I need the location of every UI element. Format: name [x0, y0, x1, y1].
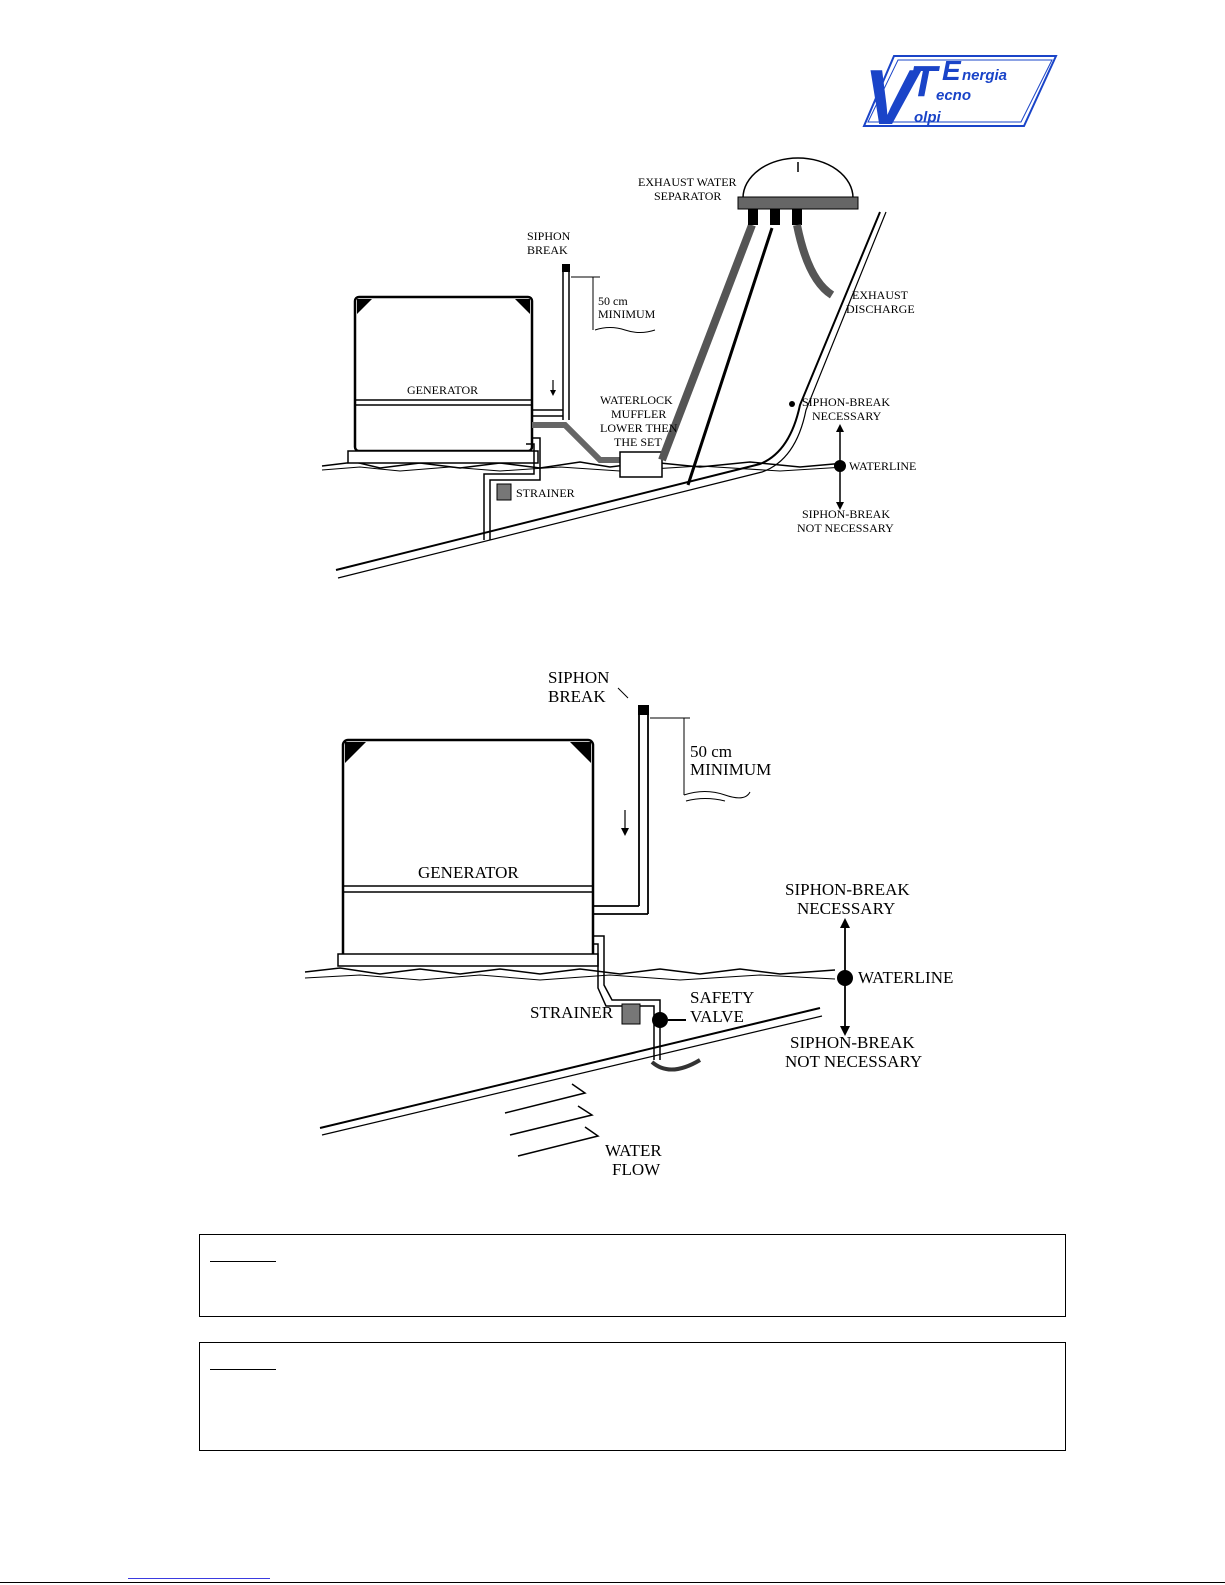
top-label-generator: GENERATOR — [407, 383, 478, 397]
diagram-top-labels: EXHAUST WATER SEPARATOR SIPHON BREAK 50 … — [407, 175, 916, 535]
logo-v: V — [864, 53, 922, 132]
top-label-siphon-1: SIPHON — [527, 229, 571, 243]
diagram-bottom — [304, 687, 853, 1157]
logo-volpi: olpi — [914, 109, 941, 126]
top-exhaust-pipe-to-muffler — [532, 422, 620, 463]
bottom-label-generator: GENERATOR — [418, 863, 519, 882]
top-label-muffler-4: THE SET — [614, 435, 662, 449]
bottom-waterline-marker — [837, 918, 853, 1036]
logo-energia: nergia — [962, 67, 1007, 84]
top-label-sb-nec-1: SIPHON-BREAK — [802, 395, 890, 409]
note-1-heading-underline — [210, 1261, 276, 1262]
bottom-waterline-waves — [304, 967, 836, 975]
note-box-2 — [199, 1342, 1066, 1451]
top-height-dimension — [571, 276, 656, 333]
top-label-height-1: 50 cm — [598, 294, 628, 308]
top-label-waterline: WATERLINE — [849, 459, 916, 473]
top-separator — [737, 157, 859, 225]
top-label-height-2: MINIMUM — [598, 307, 656, 321]
top-label-strainer: STRAINER — [516, 486, 575, 500]
top-generator — [347, 295, 539, 464]
top-label-siphon-2: BREAK — [527, 243, 568, 257]
bottom-hull-inner — [321, 1015, 823, 1136]
bottom-label-waterline: WATERLINE — [858, 968, 953, 987]
top-label-exhaust-1: EXHAUST — [852, 288, 909, 302]
top-label-sb-not-1: SIPHON-BREAK — [802, 507, 890, 521]
top-hose-up — [658, 223, 756, 462]
top-label-sb-not-2: NOT NECESSARY — [797, 521, 894, 535]
bottom-water-flow-arrows — [504, 1083, 600, 1157]
bottom-label-height-2: MINIMUM — [690, 760, 771, 779]
footer-rule — [0, 1582, 1225, 1583]
bottom-waterline-waves-2 — [304, 974, 836, 981]
bottom-hull — [319, 1007, 821, 1129]
bottom-strainer — [621, 1003, 641, 1025]
top-label-muffler-3: LOWER THEN — [600, 421, 678, 435]
diagram-top — [321, 157, 887, 579]
diagram-bottom-labels: SIPHON BREAK 50 cm MINIMUM GENERATOR SIP… — [418, 668, 953, 1179]
logo-frame — [862, 55, 1058, 127]
top-label-separator-2: SEPARATOR — [654, 189, 721, 203]
top-muffler — [619, 451, 663, 478]
top-label-exhaust-2: DISCHARGE — [846, 302, 915, 316]
top-hose-return — [686, 227, 774, 486]
top-waterline-marker — [789, 401, 846, 510]
footer-link[interactable] — [128, 1578, 270, 1579]
top-label-sb-nec-2: NECESSARY — [812, 409, 882, 423]
top-label-muffler-2: MUFFLER — [611, 407, 666, 421]
bottom-height-dimension — [650, 717, 751, 802]
logo-t: T — [910, 57, 940, 106]
bottom-label-sb-nec-1: SIPHON-BREAK — [785, 880, 910, 899]
bottom-siphon-pipe — [593, 687, 649, 915]
note-2-heading-underline — [210, 1369, 276, 1370]
top-siphon-pipe — [532, 264, 570, 420]
bottom-label-safety-1: SAFETY — [690, 988, 754, 1007]
bottom-label-siphon-1: SIPHON — [548, 668, 609, 687]
bottom-label-height-1: 50 cm — [690, 742, 732, 761]
top-hull-inner — [337, 211, 887, 579]
logo-e: E — [942, 55, 962, 86]
bottom-scoop — [650, 1058, 702, 1072]
bottom-label-flow-2: FLOW — [612, 1160, 661, 1179]
note-box-1 — [199, 1234, 1066, 1317]
bottom-label-flow-1: WATER — [605, 1141, 662, 1160]
vte-logo: V T E nergia ecno olpi — [862, 53, 1058, 132]
bottom-label-strainer: STRAINER — [530, 1003, 614, 1022]
bottom-label-sb-nec-2: NECESSARY — [797, 899, 895, 918]
bottom-label-safety-2: VALVE — [690, 1007, 744, 1026]
top-waterline-waves — [321, 461, 846, 469]
top-label-separator-1: EXHAUST WATER — [638, 175, 737, 189]
bottom-label-sb-not-2: NOT NECESSARY — [785, 1052, 922, 1071]
bottom-label-siphon-2: BREAK — [548, 687, 606, 706]
bottom-safety-valve — [652, 1012, 668, 1028]
bottom-seawater-inlet — [593, 935, 702, 1072]
bottom-label-sb-not-1: SIPHON-BREAK — [790, 1033, 915, 1052]
top-strainer — [496, 483, 512, 501]
logo-tecno: ecno — [936, 87, 971, 104]
top-seawater-inlet — [483, 437, 541, 540]
top-hose-discharge — [793, 224, 835, 299]
top-label-muffler-1: WATERLOCK — [600, 393, 673, 407]
bottom-generator — [337, 738, 599, 967]
top-hull — [335, 211, 881, 571]
